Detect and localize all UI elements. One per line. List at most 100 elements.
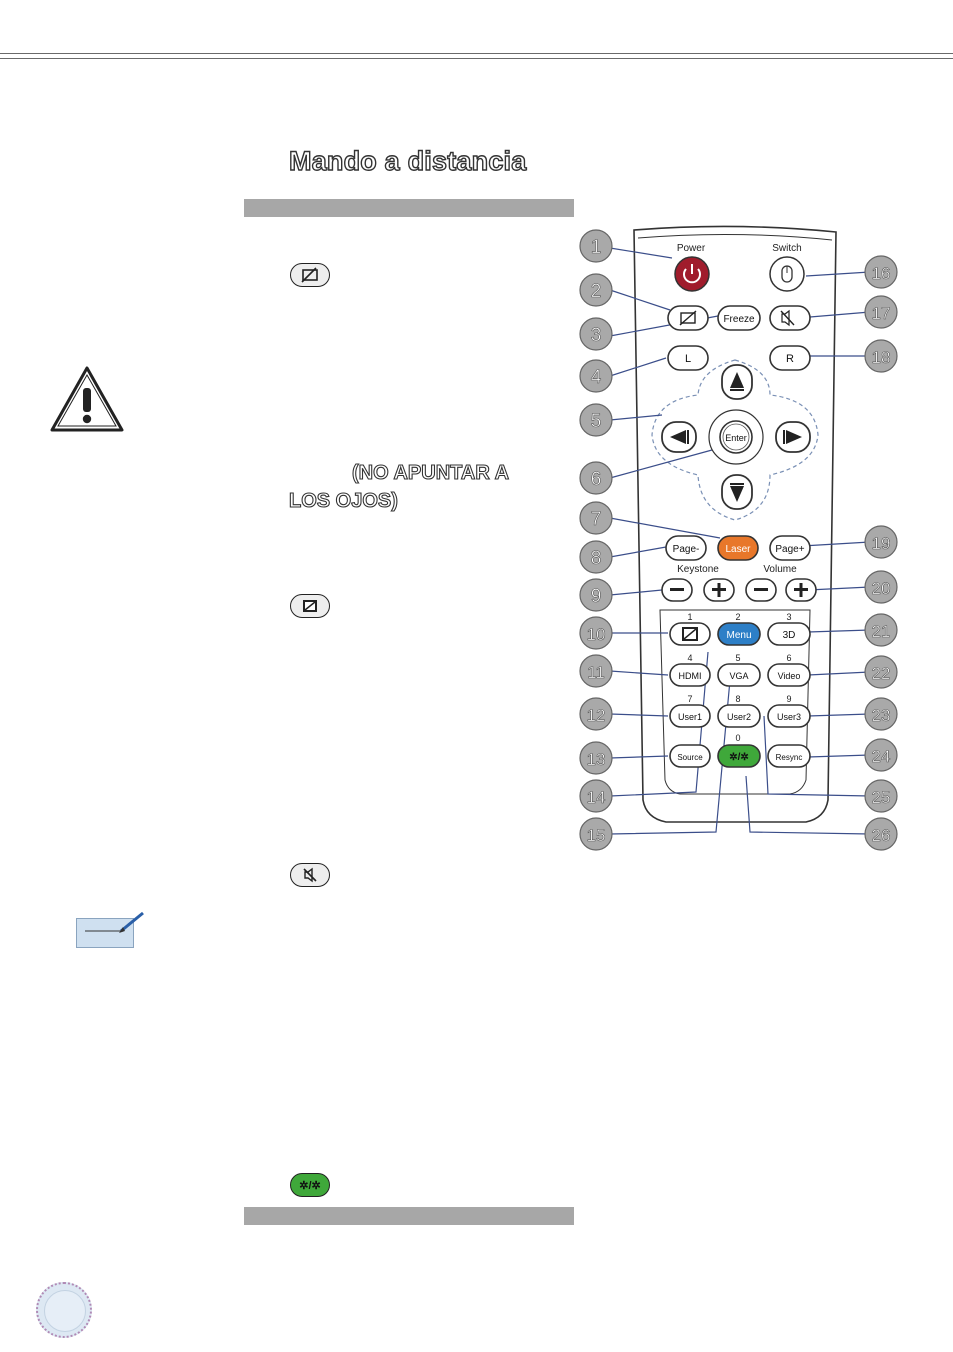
callout-3: 3 xyxy=(591,325,602,346)
callout-12: 12 xyxy=(587,706,606,725)
top-rule-1 xyxy=(0,53,953,54)
digit-1: 1 xyxy=(687,612,692,622)
digit-8: 8 xyxy=(735,694,740,704)
user1-label: User1 xyxy=(678,712,702,722)
mute-inline-icon xyxy=(290,863,330,887)
callout-21: 21 xyxy=(872,622,891,641)
three-d-button xyxy=(767,622,811,646)
switch-label: Switch xyxy=(772,243,801,254)
hdmi-button xyxy=(669,663,711,687)
digit-6: 6 xyxy=(786,653,791,663)
callout-22: 22 xyxy=(872,664,891,683)
callout-15: 15 xyxy=(587,826,606,845)
section-bar-bottom xyxy=(244,1207,574,1225)
callout-13: 13 xyxy=(587,750,606,769)
page-plus-label: Page+ xyxy=(775,544,804,555)
page-title: Mando a distancia xyxy=(288,145,527,176)
digit-3: 3 xyxy=(786,612,791,622)
l-button xyxy=(667,345,709,371)
right-arrow-icon xyxy=(786,430,802,444)
power-icon xyxy=(683,268,701,284)
callout-16: 16 xyxy=(872,264,891,283)
digit-0: 0 xyxy=(735,733,740,743)
section-bar-top xyxy=(244,199,574,217)
callout-19: 19 xyxy=(872,534,891,553)
warning-text-line2: LOS OJOS) xyxy=(288,489,398,512)
power-label: Power xyxy=(677,243,706,254)
r-button xyxy=(769,345,811,371)
callout-11: 11 xyxy=(587,663,605,682)
callout-10: 10 xyxy=(587,625,606,644)
digit-7: 7 xyxy=(687,694,692,704)
minus-icon xyxy=(670,588,684,591)
enter-label: Enter xyxy=(725,433,747,443)
source-label: Source xyxy=(677,753,703,762)
page-plus-button xyxy=(769,535,811,561)
switch-button xyxy=(769,256,805,292)
callout-14: 14 xyxy=(587,788,606,807)
hdmi-label: HDMI xyxy=(679,671,702,681)
callout-20: 20 xyxy=(872,579,891,598)
callout-7: 7 xyxy=(591,509,602,530)
warning-icon xyxy=(50,366,124,432)
av-mute-inline-icon xyxy=(290,263,330,287)
resync-label: Resync xyxy=(776,753,803,762)
aspect-inline-icon xyxy=(290,594,330,618)
digit-4: 4 xyxy=(687,653,692,663)
down-arrow-icon xyxy=(730,486,744,502)
user3-button xyxy=(767,704,811,728)
callout-23: 23 xyxy=(872,706,891,725)
callout-5: 5 xyxy=(591,411,602,432)
user1-button xyxy=(669,704,711,728)
callout-8: 8 xyxy=(591,548,602,569)
vga-button xyxy=(717,663,761,687)
digit-5: 5 xyxy=(735,653,740,663)
callout-6: 6 xyxy=(591,469,602,490)
left-arrow-icon xyxy=(670,430,686,444)
resync-button xyxy=(767,744,811,768)
l-label: L xyxy=(685,353,691,365)
mute-icon xyxy=(781,309,790,327)
callouts-left: 1 2 3 4 5 6 7 8 9 10 11 12 13 14 15 xyxy=(579,229,613,851)
remote-diagram: Power Switch Freeze L R Enter Page- Lase… xyxy=(579,225,898,851)
user2-button xyxy=(717,704,761,728)
page-minus-button xyxy=(665,535,707,561)
enter-button xyxy=(719,420,753,454)
digit-2: 2 xyxy=(735,612,740,622)
callouts-right: 16 17 18 19 20 21 22 23 24 25 26 xyxy=(864,255,898,851)
three-d-label: 3D xyxy=(783,630,796,641)
menu-label: Menu xyxy=(726,630,751,641)
source-button xyxy=(669,744,711,768)
page-minus-label: Page- xyxy=(673,544,700,555)
warning-text-line1: (NO APUNTAR A xyxy=(351,461,510,484)
callout-26: 26 xyxy=(872,826,891,845)
user3-label: User3 xyxy=(777,712,801,722)
callout-25: 25 xyxy=(872,788,891,807)
callout-4: 4 xyxy=(591,367,602,388)
video-button xyxy=(767,663,811,687)
callout-9: 9 xyxy=(591,586,602,607)
mute-button xyxy=(769,305,811,331)
digit-9: 9 xyxy=(786,694,791,704)
callout-2: 2 xyxy=(591,281,602,302)
eco-inline-icon: ✲/✲ xyxy=(290,1173,330,1197)
eco-icon: ✲/✲ xyxy=(729,752,749,763)
user2-label: User2 xyxy=(727,712,751,722)
laser-button xyxy=(717,535,759,561)
callout-1: 1 xyxy=(591,237,602,258)
page-number-circle xyxy=(36,1282,92,1338)
top-rule-2 xyxy=(0,58,953,59)
volume-label: Volume xyxy=(763,564,797,575)
minus-icon xyxy=(754,588,768,591)
eco-button xyxy=(717,744,761,768)
up-arrow-icon xyxy=(730,372,744,388)
freeze-button xyxy=(717,305,761,331)
video-label: Video xyxy=(778,671,801,681)
av-mute-icon xyxy=(680,312,696,324)
leader-lines xyxy=(609,247,871,835)
r-label: R xyxy=(786,353,794,365)
callout-17: 17 xyxy=(872,304,891,323)
callout-24: 24 xyxy=(872,747,891,766)
laser-label: Laser xyxy=(725,544,751,555)
note-icon xyxy=(76,911,144,948)
